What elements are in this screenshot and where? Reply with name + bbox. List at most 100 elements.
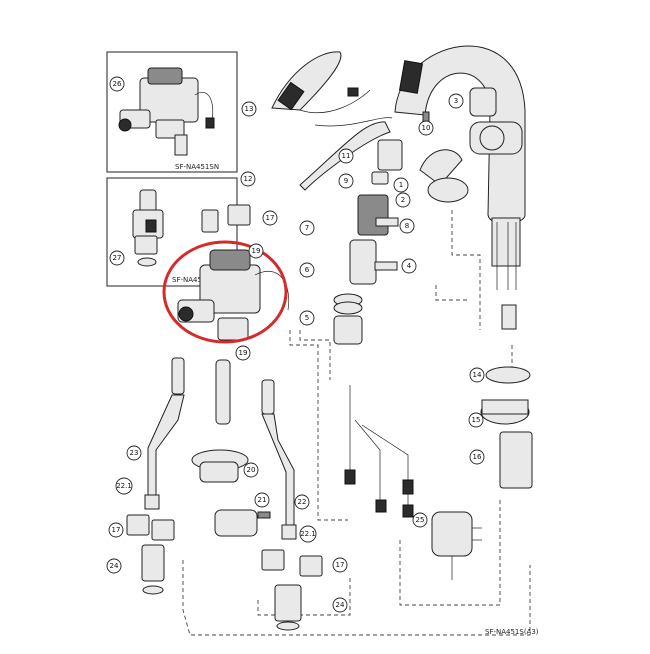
callout-5: 5 bbox=[299, 310, 315, 326]
callout-circle bbox=[469, 367, 485, 383]
callout-number: 2 bbox=[401, 196, 405, 204]
callout-24: 24 bbox=[106, 558, 122, 574]
callout-circle bbox=[299, 310, 315, 326]
callout-circle bbox=[401, 258, 417, 274]
callout-27: 27 bbox=[109, 250, 125, 266]
callout-circle bbox=[393, 177, 409, 193]
callout-circle bbox=[241, 101, 257, 117]
callout-number: 23 bbox=[130, 449, 139, 457]
callout-number: 19 bbox=[252, 247, 261, 255]
callout-number: 24 bbox=[110, 562, 119, 570]
valve-assembly-19 bbox=[162, 240, 290, 344]
callout-circle bbox=[299, 220, 315, 236]
mounting-parts bbox=[480, 366, 533, 489]
callout-number: 11 bbox=[342, 152, 351, 160]
callout-7: 7 bbox=[299, 220, 315, 236]
callout-13: 13 bbox=[241, 101, 257, 117]
callout-circle bbox=[240, 171, 256, 187]
callout-number: 10 bbox=[422, 124, 431, 132]
callout-22-1: 22.1 bbox=[299, 525, 317, 543]
callout-number: 21 bbox=[258, 496, 267, 504]
callout-circle bbox=[126, 445, 142, 461]
callout-circle bbox=[468, 412, 484, 428]
callout-11: 11 bbox=[338, 148, 354, 164]
callout-9: 9 bbox=[338, 173, 354, 189]
callout-circle bbox=[395, 192, 411, 208]
inset-caption-27: SF-NA451SN bbox=[172, 276, 216, 284]
callout-number: 8 bbox=[405, 222, 409, 230]
callout-14: 14 bbox=[469, 367, 485, 383]
callout-number: 7 bbox=[305, 224, 309, 232]
callout-circle bbox=[235, 345, 251, 361]
handle-parts bbox=[374, 87, 497, 271]
callout-circle bbox=[248, 243, 264, 259]
callout-circle bbox=[332, 557, 348, 573]
callout-circle bbox=[109, 250, 125, 266]
sensor-cables bbox=[344, 385, 414, 518]
callout-circle bbox=[332, 597, 348, 613]
drawing-code: SF-NA451S(A3) bbox=[485, 628, 539, 636]
callout-number: 19 bbox=[239, 349, 248, 357]
callout-number: 22.1 bbox=[116, 482, 132, 490]
ac-adapter bbox=[431, 511, 482, 580]
callout-number: 4 bbox=[407, 262, 412, 270]
callout-circle bbox=[412, 512, 428, 528]
callout-number: 25 bbox=[416, 516, 425, 524]
callout-23: 23 bbox=[126, 445, 142, 461]
spray-head-assembly bbox=[271, 51, 393, 191]
callout-15: 15 bbox=[468, 412, 484, 428]
callout-4: 4 bbox=[401, 258, 417, 274]
callout-6: 6 bbox=[299, 262, 315, 278]
callout-number: 17 bbox=[112, 526, 121, 534]
callout-circle bbox=[299, 525, 317, 543]
highlight-circle bbox=[162, 240, 288, 344]
callout-circle bbox=[299, 262, 315, 278]
brackets-clips bbox=[126, 204, 323, 577]
inset-box-27: SF-NA451SN bbox=[106, 177, 238, 287]
callout-number: 1 bbox=[399, 181, 403, 189]
callout-17: 17 bbox=[108, 522, 124, 538]
callout-3: 3 bbox=[448, 93, 464, 109]
callout-circle bbox=[106, 558, 122, 574]
callout-number: 9 bbox=[344, 177, 348, 185]
callout-circle bbox=[399, 218, 415, 234]
callout-circle bbox=[115, 477, 133, 495]
callout-circle bbox=[108, 522, 124, 538]
callout-number: 16 bbox=[473, 453, 482, 461]
callout-24: 24 bbox=[332, 597, 348, 613]
callout-number: 14 bbox=[473, 371, 482, 379]
callout-8: 8 bbox=[399, 218, 415, 234]
fittings-24 bbox=[141, 544, 302, 631]
callout-circle bbox=[338, 173, 354, 189]
callout-16: 16 bbox=[469, 449, 485, 465]
callout-19: 19 bbox=[235, 345, 251, 361]
callout-26: 26 bbox=[109, 76, 125, 92]
callout-circle bbox=[448, 93, 464, 109]
callout-19: 19 bbox=[248, 243, 264, 259]
callout-number: 6 bbox=[305, 266, 310, 274]
callout-number: 24 bbox=[336, 601, 345, 609]
callout-number: 26 bbox=[113, 80, 122, 88]
callout-circle bbox=[338, 148, 354, 164]
callout-10: 10 bbox=[418, 120, 434, 136]
callout-circle bbox=[243, 462, 259, 478]
callout-number: 17 bbox=[266, 214, 275, 222]
callout-12: 12 bbox=[240, 171, 256, 187]
callout-22-1: 22.1 bbox=[115, 477, 133, 495]
callout-20: 20 bbox=[243, 462, 259, 478]
inset-box-26: SF-NA451SN bbox=[106, 51, 238, 173]
callout-1: 1 bbox=[393, 177, 409, 193]
cartridge-stack bbox=[333, 139, 403, 345]
callout-circle bbox=[109, 76, 125, 92]
callout-number: 5 bbox=[305, 314, 309, 322]
callout-circle bbox=[294, 494, 310, 510]
callout-21: 21 bbox=[254, 492, 270, 508]
callout-circle bbox=[262, 210, 278, 226]
callout-number: 22.1 bbox=[300, 530, 316, 538]
callout-number: 20 bbox=[247, 466, 256, 474]
callout-circle bbox=[254, 492, 270, 508]
callout-17: 17 bbox=[262, 210, 278, 226]
